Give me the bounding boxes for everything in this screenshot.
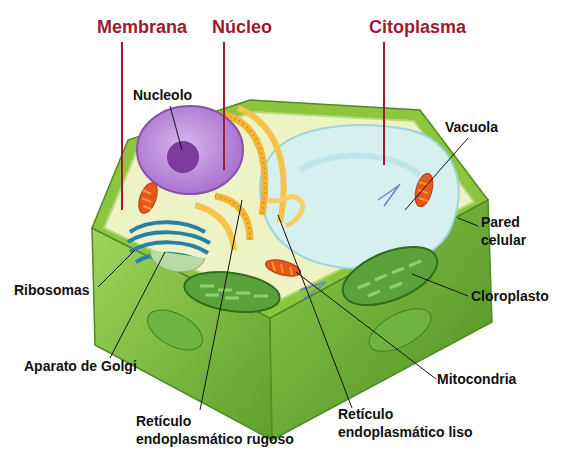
part-label: Cloroplasto [471,287,581,305]
mitochondrion-cristae [142,190,151,209]
leader-line [412,274,468,296]
heading-leader [223,42,225,170]
section-heading: Citoplasma [369,16,489,39]
section-heading: Membrana [97,16,207,39]
nucleus [137,106,243,194]
cytoskeleton-fiber [300,184,400,298]
leader-line [278,215,352,408]
chloroplast [182,267,282,318]
part-label: Pared celular [481,213,541,249]
rough-er-band [238,108,284,222]
cell-wall-top-rim [92,100,488,318]
ribosome-dots [215,196,250,240]
mitochondrion [264,257,302,280]
thylakoid-stacks [358,261,421,296]
golgi-cisterna [130,242,208,253]
part-label: Aparato de Golgi [24,357,174,375]
leader-line [110,252,165,358]
leader-line [296,272,436,379]
vesicle [150,250,205,272]
part-label: Ribosomas [14,281,114,299]
part-label: Nucleolo [133,86,223,104]
nucleolus [167,141,199,173]
part-label: Mitocondria [437,370,557,388]
leader-line [405,138,468,210]
vacuole-highlight [300,156,420,175]
leader-line [98,250,135,287]
heading-leader [121,42,123,210]
mitochondrion [412,172,436,209]
thylakoid-stacks [200,286,268,298]
leader-line [458,218,478,226]
mitochondrion [135,180,161,216]
chloroplast-section [141,302,209,358]
chloroplast [335,235,446,317]
leader-line [200,200,242,410]
leader-line [170,106,182,150]
smooth-er-tube [268,196,303,226]
heading-leader [383,42,385,165]
part-label: Retículo endoplasmático liso [338,405,483,441]
section-heading: Núcleo [212,16,292,39]
part-label: Retículo endoplasmático rugoso [136,412,298,448]
mitochondrion-cristae [272,262,292,275]
part-label: Vacuola [445,118,535,136]
